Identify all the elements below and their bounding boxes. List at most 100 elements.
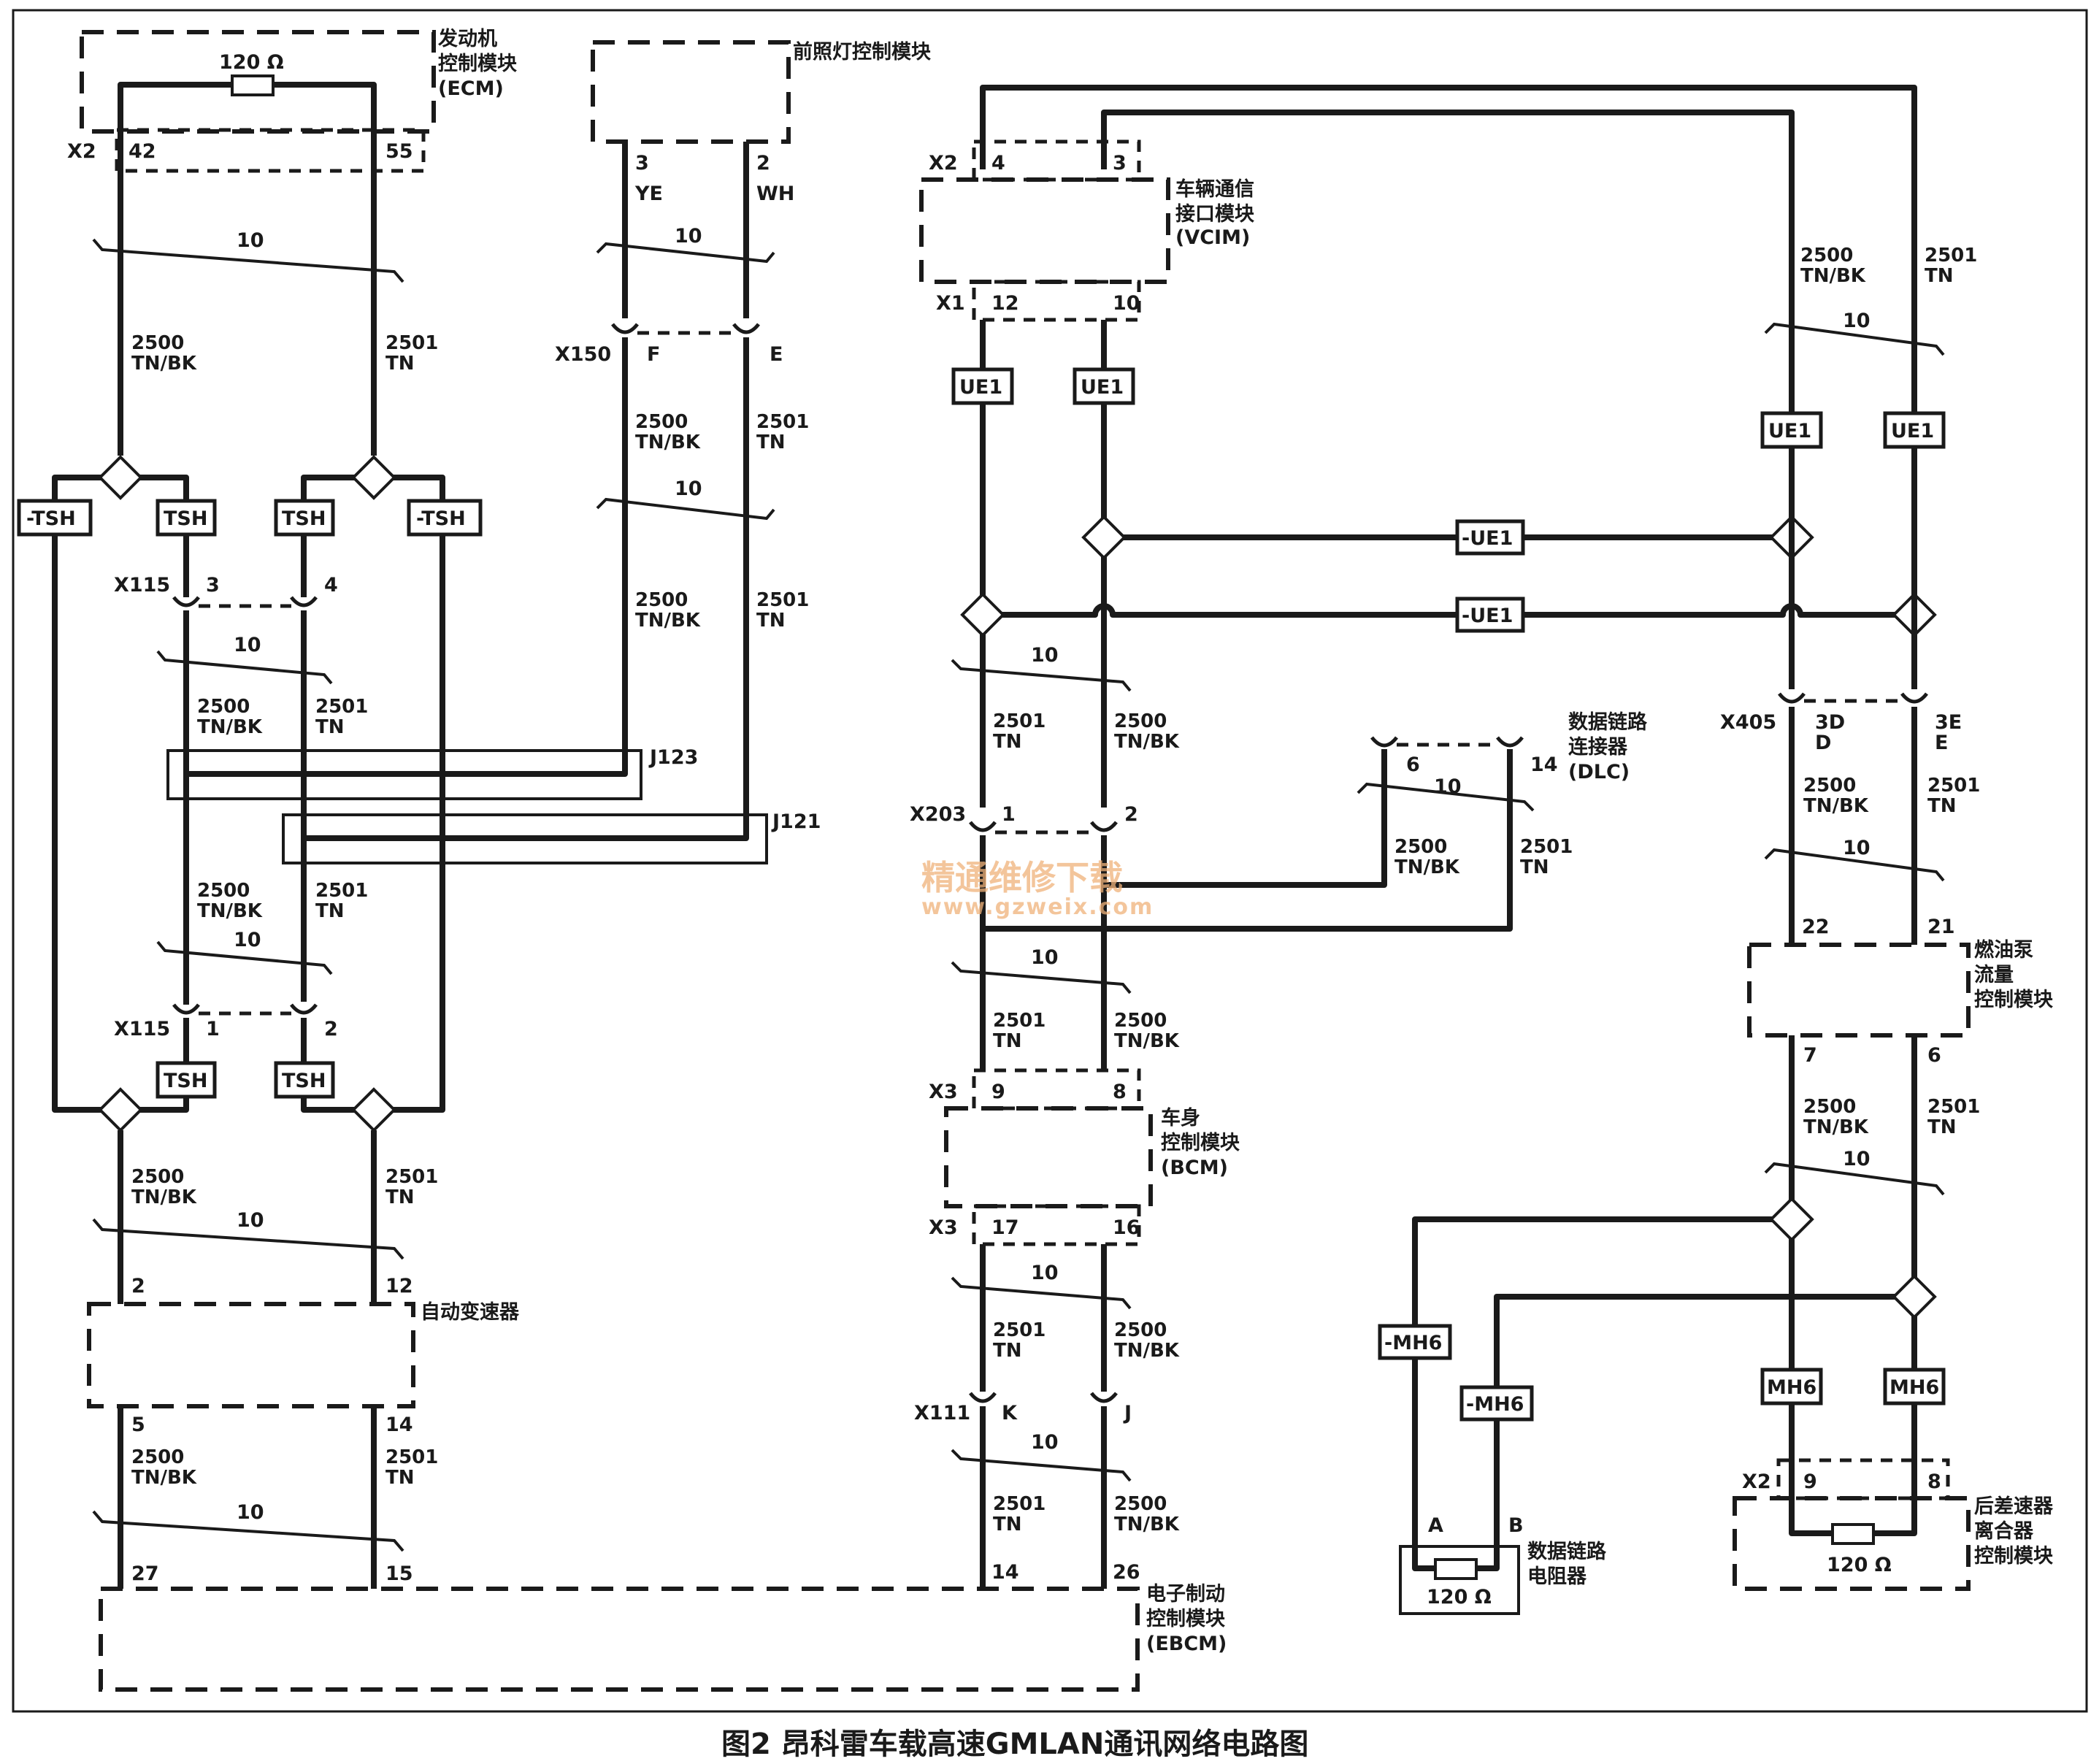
svg-text:X203: X203 bbox=[910, 803, 966, 826]
svg-text:(EBCM): (EBCM) bbox=[1146, 1633, 1227, 1655]
svg-text:10: 10 bbox=[1434, 775, 1462, 798]
svg-text:X2: X2 bbox=[929, 152, 958, 175]
fuel-pump-module: 燃油泵 流量 控制模块 7 6 2500 TN/BK 2501 TN 10 bbox=[1747, 939, 2054, 1384]
svg-text:2500: 2500 bbox=[1114, 710, 1167, 732]
svg-text:TN: TN bbox=[993, 1030, 1022, 1052]
svg-text:3: 3 bbox=[1113, 152, 1127, 175]
tag-tsh-b: TSH bbox=[282, 507, 326, 530]
svg-text:TN: TN bbox=[756, 610, 786, 632]
svg-text:UE1: UE1 bbox=[1768, 420, 1811, 442]
svg-text:2500: 2500 bbox=[1114, 1319, 1167, 1341]
svg-text:X150: X150 bbox=[555, 343, 611, 366]
svg-text:9: 9 bbox=[1803, 1470, 1817, 1493]
svg-text:7: 7 bbox=[1803, 1044, 1817, 1067]
svg-text:15: 15 bbox=[385, 1562, 413, 1585]
svg-text:2500: 2500 bbox=[131, 1166, 184, 1188]
tag-tsh-a: TSH bbox=[164, 507, 207, 530]
svg-text:X2: X2 bbox=[1742, 1470, 1771, 1493]
svg-text:(BCM): (BCM) bbox=[1161, 1157, 1228, 1179]
trans-module: 自动变速器 5 14 2500 TN/BK 2501 TN 10 27 15 bbox=[87, 1300, 520, 1589]
svg-text:2500: 2500 bbox=[1800, 245, 1853, 266]
svg-text:3: 3 bbox=[206, 574, 220, 597]
svg-text:6: 6 bbox=[1406, 753, 1420, 776]
svg-text:TN/BK: TN/BK bbox=[1800, 265, 1866, 287]
svg-text:10: 10 bbox=[1843, 837, 1871, 859]
svg-text:2500: 2500 bbox=[1803, 775, 1856, 797]
svg-text:K: K bbox=[1002, 1402, 1018, 1424]
svg-text:2501: 2501 bbox=[385, 1166, 438, 1188]
svg-text:TN/BK: TN/BK bbox=[131, 353, 197, 375]
svg-text:2501: 2501 bbox=[1925, 245, 1977, 266]
svg-text:2501: 2501 bbox=[1927, 775, 1980, 797]
svg-text:TN: TN bbox=[1925, 265, 1954, 287]
svg-text:2500: 2500 bbox=[635, 589, 688, 611]
svg-text:2500: 2500 bbox=[197, 880, 250, 902]
svg-text:10: 10 bbox=[234, 634, 261, 656]
svg-text:3: 3 bbox=[635, 152, 649, 175]
ecm-module: 120 Ω 发动机 控制模块 (ECM) X2 42 55 bbox=[67, 27, 518, 173]
svg-text:10: 10 bbox=[1031, 1262, 1059, 1284]
svg-text:TN/BK: TN/BK bbox=[197, 900, 263, 922]
j123-label: J123 bbox=[648, 746, 698, 769]
svg-text:10: 10 bbox=[234, 929, 261, 951]
svg-text:2: 2 bbox=[756, 152, 770, 175]
svg-text:X405: X405 bbox=[1720, 711, 1776, 734]
svg-text:(VCIM): (VCIM) bbox=[1175, 226, 1250, 249]
svg-text:8: 8 bbox=[1927, 1470, 1941, 1493]
svg-text:TN/BK: TN/BK bbox=[1394, 856, 1460, 878]
svg-text:YE: YE bbox=[634, 183, 663, 205]
svg-text:22: 22 bbox=[1802, 916, 1830, 938]
svg-text:4: 4 bbox=[324, 574, 338, 597]
svg-text:控制模块: 控制模块 bbox=[1161, 1132, 1240, 1154]
svg-text:X115: X115 bbox=[114, 1018, 170, 1040]
svg-text:控制模块: 控制模块 bbox=[1974, 989, 2054, 1011]
ecm-label-3: (ECM) bbox=[438, 77, 504, 100]
svg-text:-MH6: -MH6 bbox=[1384, 1332, 1442, 1354]
tag-neg-tsh-left: -TSH bbox=[26, 507, 76, 530]
svg-text:TN/BK: TN/BK bbox=[635, 610, 701, 632]
svg-text:TN: TN bbox=[385, 1186, 415, 1208]
svg-text:2500: 2500 bbox=[131, 332, 184, 354]
svg-text:连接器: 连接器 bbox=[1568, 735, 1628, 759]
svg-text:2501: 2501 bbox=[385, 1446, 438, 1468]
x115-lower: X115 1 2 TSH TSH bbox=[98, 1002, 396, 1132]
svg-text:12: 12 bbox=[385, 1275, 413, 1297]
svg-text:2501: 2501 bbox=[315, 696, 368, 718]
svg-text:14: 14 bbox=[991, 1561, 1019, 1584]
svg-text:TN: TN bbox=[1927, 795, 1957, 817]
headlamp-module: 前照灯控制模块 3 2 YE WH 10 X150 F E 2500 TN/BK… bbox=[555, 40, 932, 815]
svg-text:燃油泵: 燃油泵 bbox=[1974, 939, 2033, 962]
svg-text:TN: TN bbox=[993, 1514, 1022, 1535]
svg-text:TN: TN bbox=[385, 353, 415, 375]
svg-text:10: 10 bbox=[1843, 310, 1871, 332]
svg-text:J: J bbox=[1123, 1402, 1132, 1424]
svg-text:E: E bbox=[1935, 732, 1948, 754]
rear-diff-module: MH6 MH6 X2 9 8 120 Ω 后差速器 离合器 控制模块 bbox=[1733, 1368, 2054, 1591]
svg-text:电阻器: 电阻器 bbox=[1527, 1565, 1587, 1588]
svg-text:-UE1: -UE1 bbox=[1462, 527, 1513, 550]
svg-text:120 Ω: 120 Ω bbox=[1427, 1586, 1492, 1608]
tag-neg-tsh-right: -TSH bbox=[416, 507, 466, 530]
ecm-pin-55: 55 bbox=[385, 140, 413, 163]
ecm-resistor-label: 120 Ω bbox=[219, 51, 284, 74]
svg-text:TN: TN bbox=[385, 1467, 415, 1489]
svg-text:TN: TN bbox=[993, 731, 1022, 753]
svg-text:2501: 2501 bbox=[756, 411, 809, 433]
svg-text:车身: 车身 bbox=[1161, 1106, 1200, 1130]
svg-text:2501: 2501 bbox=[993, 1010, 1046, 1032]
svg-text:WH: WH bbox=[756, 183, 794, 205]
svg-text:TN/BK: TN/BK bbox=[197, 716, 263, 738]
svg-text:6: 6 bbox=[1927, 1044, 1941, 1067]
ecm-wires: 10 2500 TN/BK 2501 TN bbox=[92, 171, 438, 456]
svg-text:数据链路: 数据链路 bbox=[1568, 710, 1648, 734]
ecm-twist: 10 bbox=[237, 229, 264, 252]
svg-text:17: 17 bbox=[991, 1216, 1019, 1239]
svg-text:-UE1: -UE1 bbox=[1462, 605, 1513, 627]
svg-text:TN: TN bbox=[756, 432, 786, 453]
svg-text:10: 10 bbox=[1113, 292, 1140, 315]
svg-text:9: 9 bbox=[991, 1081, 1005, 1103]
center-wires-upper: 10 2501 TN 2500 TN/BK X203 1 2 2501 TN 2… bbox=[910, 644, 1513, 1070]
j123-j121-blocks: J123 J121 2500 TN/BK 2501 TN 10 bbox=[156, 438, 821, 975]
svg-text:2: 2 bbox=[131, 1275, 145, 1297]
